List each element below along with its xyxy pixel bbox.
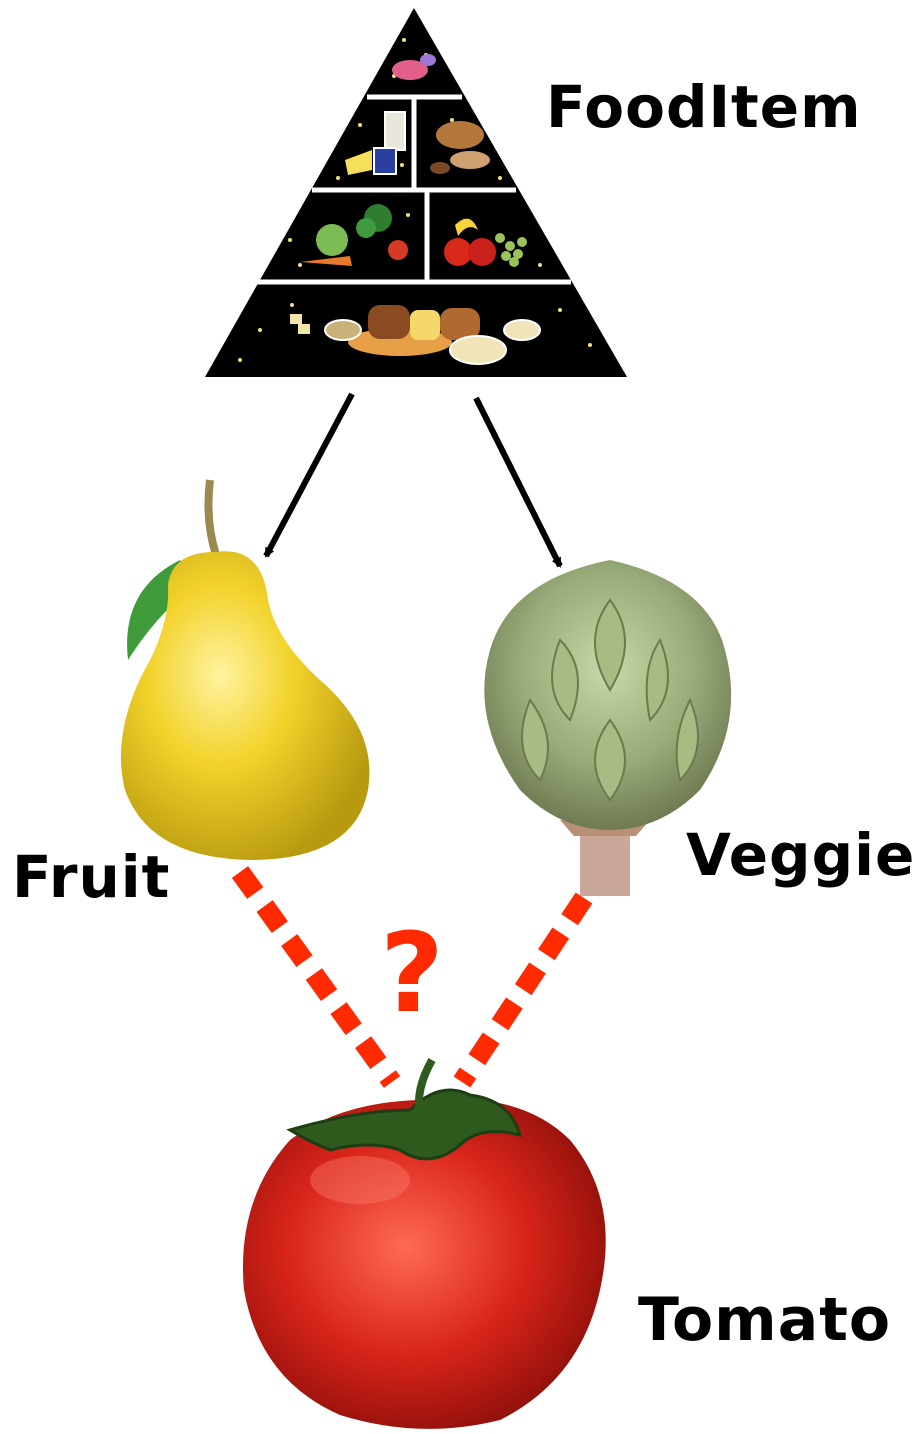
question-mark: ? <box>380 918 444 1028</box>
fooditem-label: FoodItem <box>546 78 862 136</box>
food-pyramid-icon <box>205 8 627 377</box>
dashed-link-veggie-tomato <box>462 898 584 1082</box>
dashed-link-fruit-tomato <box>240 872 392 1082</box>
arrow-to-fruit <box>266 394 352 556</box>
pear-icon <box>121 480 370 860</box>
fruit-label: Fruit <box>12 848 170 906</box>
veggie-label: Veggie <box>686 826 915 884</box>
arrow-to-veggie <box>476 398 560 566</box>
tomato-icon <box>243 1060 606 1429</box>
tomato-label: Tomato <box>638 1290 891 1350</box>
